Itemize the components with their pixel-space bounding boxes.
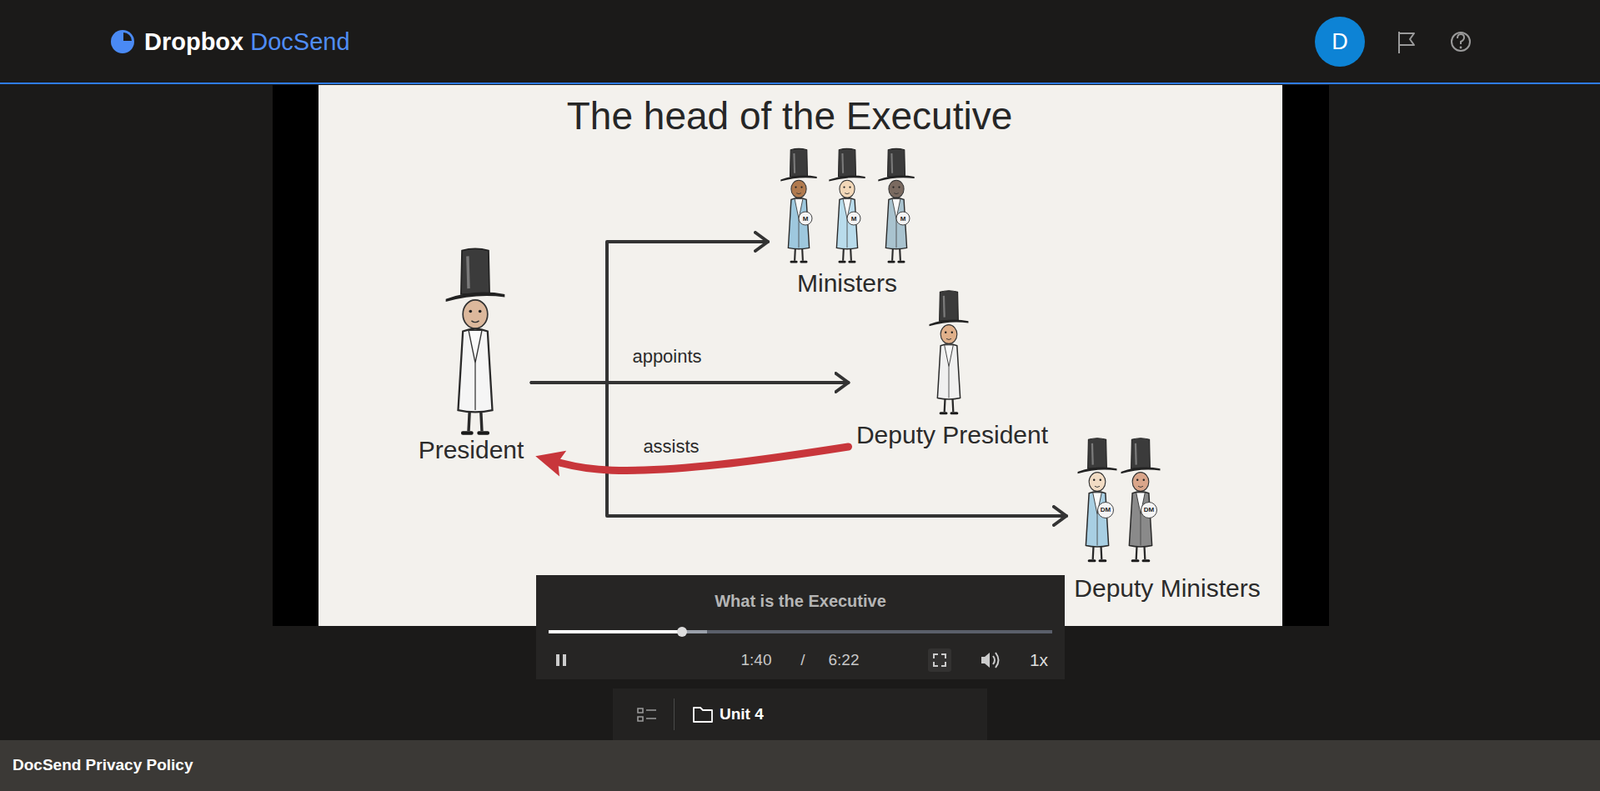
avatar-initial: D: [1331, 28, 1349, 56]
coat-badge: DM: [1097, 501, 1114, 519]
deputy-minister-figure: [1078, 438, 1118, 562]
coat-badge: M: [896, 211, 911, 226]
top-bar-line: [0, 82, 1600, 85]
folder-name: Unit 4: [719, 705, 764, 725]
figure-node: Deputy Ministers: [1066, 433, 1269, 606]
brand-name: Dropbox: [144, 27, 244, 57]
role-label: Deputy President: [856, 420, 1049, 451]
speed-button: 1x: [1029, 649, 1049, 671]
video-title: What is the Executive: [714, 591, 887, 612]
help-icon-dot: [1459, 46, 1463, 50]
coat-badge: M: [798, 211, 813, 226]
toolbar-divider: [673, 698, 675, 731]
progress-track: [548, 630, 1053, 634]
progress-played: [548, 630, 683, 634]
list-icon: [637, 708, 657, 722]
deputy-president-figure: [929, 290, 969, 414]
time-separator: /: [800, 651, 805, 671]
figure-node: President: [411, 245, 532, 467]
help-icon-mark: [1457, 34, 1465, 45]
help-icon: [1451, 32, 1470, 51]
top-bar: [0, 0, 1600, 83]
footer-bar: [0, 740, 1600, 791]
minister-figure: [780, 148, 817, 262]
president-figure: [446, 248, 506, 433]
progress-knob: [677, 626, 688, 637]
total-time: 6:22: [828, 651, 860, 671]
fullscreen-button: [927, 648, 952, 673]
volume-icon: [981, 652, 990, 668]
deputy-minister-figure: [1121, 438, 1161, 562]
connector-arrow: [531, 241, 769, 383]
bottom-toolbar: [612, 688, 988, 741]
avatar-circle: [1314, 16, 1365, 67]
connector-arrow: [531, 382, 1068, 517]
footer-link: DocSend Privacy Policy: [12, 756, 194, 776]
role-label: Deputy Ministers: [1073, 573, 1260, 604]
player-panel: [536, 575, 1065, 680]
slide-title: The head of the Executive: [566, 93, 1013, 140]
coat-badge: M: [847, 211, 862, 226]
coat-badge: DM: [1140, 501, 1158, 519]
slide: [318, 85, 1283, 627]
minister-figure: [877, 148, 914, 262]
brand-product: DocSend: [250, 27, 350, 57]
minister-figure: [828, 148, 865, 262]
volume-waves: [993, 652, 999, 668]
role-label: President: [418, 435, 525, 466]
video-frame: [272, 85, 1330, 627]
pause-icon: [562, 654, 567, 667]
pause-icon: [556, 654, 560, 667]
fullscreen-icon: [933, 654, 946, 667]
logo-icon: [110, 30, 135, 54]
role-label: Ministers: [797, 268, 898, 299]
folder-icon: [693, 707, 713, 723]
edge-label: appoints: [628, 346, 705, 368]
figure-node: Deputy President: [848, 286, 1057, 452]
current-time: 1:40: [741, 651, 773, 671]
edge-label: assists: [639, 436, 703, 458]
flag-icon: [1399, 31, 1415, 54]
logo-icon-notch: [123, 32, 132, 41]
